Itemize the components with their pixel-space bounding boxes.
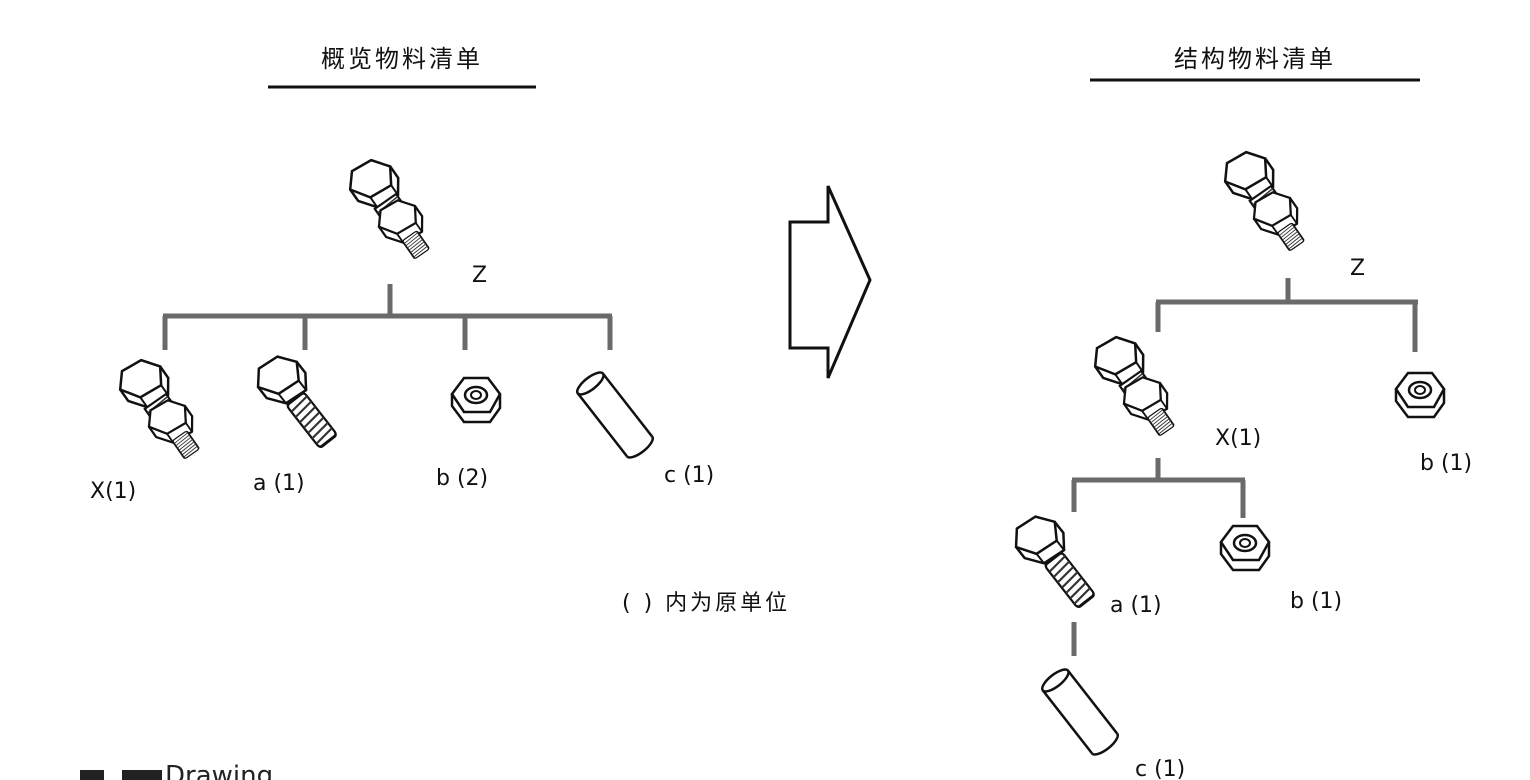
right-level1-label-b: b (1) (1420, 451, 1472, 476)
caption-fragment: Drawing (80, 761, 273, 780)
right-tree-connector-level2 (1071, 458, 1246, 518)
left-child-label-c: c (1) (664, 463, 714, 488)
unit-note: ( ) 内为原单位 (622, 591, 790, 616)
right-root-label: Z (1350, 256, 1365, 281)
left-child-label-b: b (2) (436, 466, 488, 491)
left-tree-connector (162, 284, 613, 350)
left-child-label-x: X(1) (90, 479, 136, 504)
nut-icon (450, 376, 502, 424)
right-level2-label-a: a (1) (1110, 593, 1162, 618)
right-title: 结构物料清单 (1174, 45, 1336, 73)
bolt-nut-assembly-icon (1087, 329, 1187, 444)
transform-arrow-icon (788, 185, 872, 379)
bolt-nut-assembly-icon (1217, 144, 1317, 259)
right-level1-label-x: X(1) (1215, 426, 1261, 451)
left-root-label: Z (472, 263, 487, 288)
bolt-icon (249, 348, 347, 455)
pin-icon (1037, 664, 1123, 760)
left-child-label-a: a (1) (253, 471, 305, 496)
right-tree-connector-level1 (1155, 278, 1418, 352)
pin-icon (572, 367, 658, 463)
right-level2-label-b: b (1) (1290, 589, 1342, 614)
nut-icon (1394, 371, 1446, 419)
left-title: 概览物料清单 (321, 45, 483, 73)
bolt-nut-assembly-icon (342, 152, 442, 267)
bolt-icon (1007, 508, 1105, 615)
svg-text:Drawing: Drawing (165, 761, 273, 780)
right-level3-label-c: c (1) (1135, 757, 1185, 780)
nut-icon (1219, 524, 1271, 572)
bolt-nut-assembly-icon (112, 352, 212, 467)
